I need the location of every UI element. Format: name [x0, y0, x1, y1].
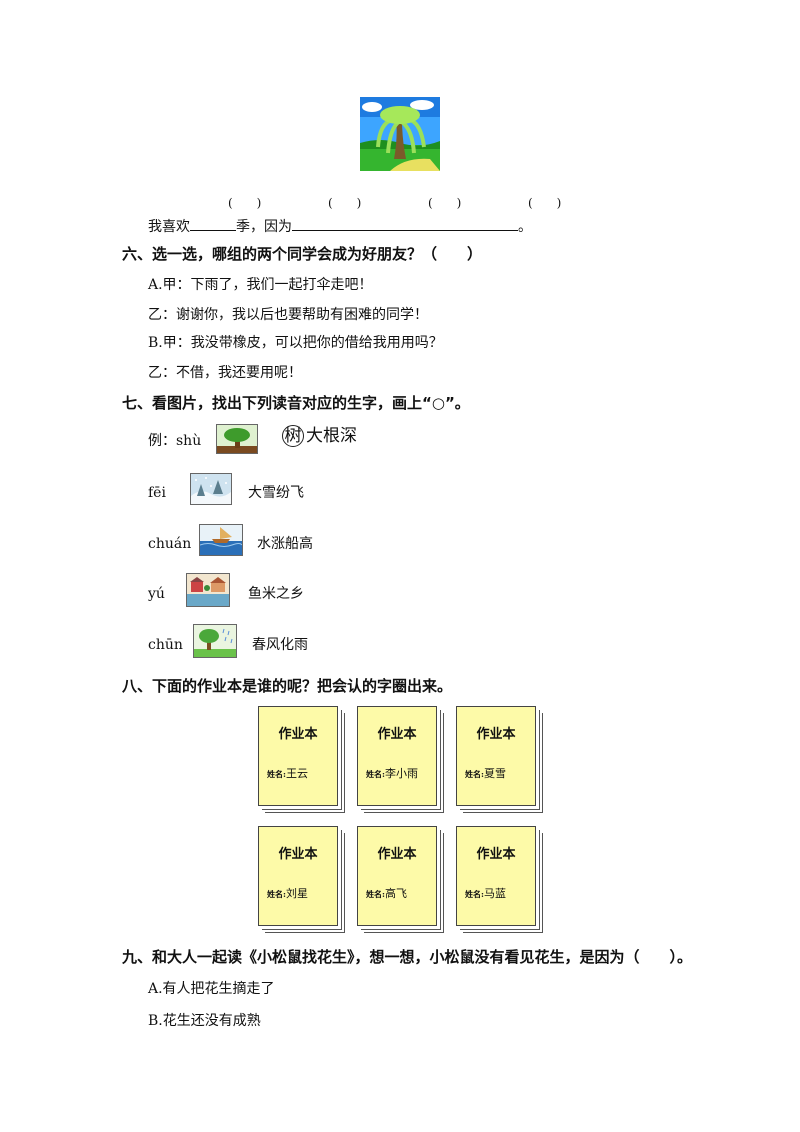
notebook-owner: 姓名:马蓝	[465, 887, 506, 900]
willow-tree-picture	[360, 97, 440, 171]
q7-title: 七、看图片，找出下列读音对应的生字，画上“○”。	[122, 394, 470, 412]
like-season-line: 我喜欢 季，因为 。	[148, 216, 532, 236]
snow-picture	[190, 473, 232, 505]
q7-pinyin-chuan: chuán	[148, 536, 192, 552]
answer-paren-4: ( )	[528, 196, 562, 210]
q7-words-chun: 春风化雨	[252, 637, 308, 653]
q9-title: 九、和大人一起读《小松鼠找花生》，想一想，小松鼠没有看见花生，是因为（ ）。	[122, 948, 693, 966]
notebook-3: 作业本 姓名:夏雪	[456, 706, 536, 806]
notebook-5: 作业本 姓名:高飞	[357, 826, 437, 926]
like-prefix: 我喜欢	[148, 219, 190, 235]
q7-words-yu: 鱼米之乡	[248, 586, 304, 602]
notebook-title: 作业本	[377, 727, 417, 742]
notebook-title: 作业本	[476, 727, 516, 742]
notebook-title: 作业本	[278, 847, 318, 862]
q7-pinyin-fei: fēi	[148, 485, 166, 501]
notebook-owner: 姓名:刘星	[267, 887, 308, 900]
q7-example-label: 例：shù	[148, 433, 202, 449]
notebook-owner: 姓名:高飞	[366, 887, 407, 900]
q7-words-chuan: 水涨船高	[257, 536, 313, 552]
q7-words-fei: 大雪纷飞	[248, 485, 304, 501]
notebook-4: 作业本 姓名:刘星	[258, 826, 338, 926]
notebook-title: 作业本	[476, 847, 516, 862]
answer-paren-1: ( )	[228, 196, 262, 210]
q6-line-b1: B.甲：我没带橡皮，可以把你的借给我用用吗？	[148, 335, 443, 351]
season-blank[interactable]	[190, 216, 236, 231]
spring-rain-picture	[193, 624, 237, 658]
notebook-owner: 姓名:王云	[267, 767, 308, 780]
notebook-6: 作业本 姓名:马蓝	[456, 826, 536, 926]
q6-title: 六、选一选，哪组的两个同学会成为好朋友？（ ）	[122, 245, 483, 263]
example-rest: 大根深	[306, 426, 357, 446]
q6-line-a2: 乙：谢谢你，我以后也要帮助有困难的同学！	[148, 307, 428, 323]
circled-character: 树	[282, 425, 304, 447]
q9-option-b: B.花生还没有成熟	[148, 1013, 261, 1029]
tree-picture	[216, 424, 258, 454]
reason-blank[interactable]	[292, 216, 518, 231]
q7-example-words: 树大根深	[282, 424, 357, 448]
notebook-owner: 姓名:夏雪	[465, 767, 506, 780]
like-end: 。	[518, 219, 532, 235]
village-picture	[186, 573, 230, 607]
q6-line-b2: 乙：不借，我还要用呢！	[148, 365, 302, 381]
notebook-2: 作业本 姓名:李小雨	[357, 706, 437, 806]
notebook-title: 作业本	[278, 727, 318, 742]
q7-pinyin-chun: chūn	[148, 637, 183, 653]
notebook-title: 作业本	[377, 847, 417, 862]
notebook-1: 作业本 姓名:王云	[258, 706, 338, 806]
q9-option-a: A.有人把花生摘走了	[148, 981, 275, 997]
like-mid: 季，因为	[236, 219, 292, 235]
boat-picture	[199, 524, 243, 556]
notebook-owner: 姓名:李小雨	[366, 767, 418, 780]
answer-paren-3: ( )	[428, 196, 462, 210]
q7-pinyin-yu: yú	[148, 586, 165, 602]
q8-title: 八、下面的作业本是谁的呢？把会认的字圈出来。	[122, 677, 453, 695]
q6-line-a1: A.甲：下雨了，我们一起打伞走吧！	[148, 277, 373, 293]
answer-paren-2: ( )	[328, 196, 362, 210]
